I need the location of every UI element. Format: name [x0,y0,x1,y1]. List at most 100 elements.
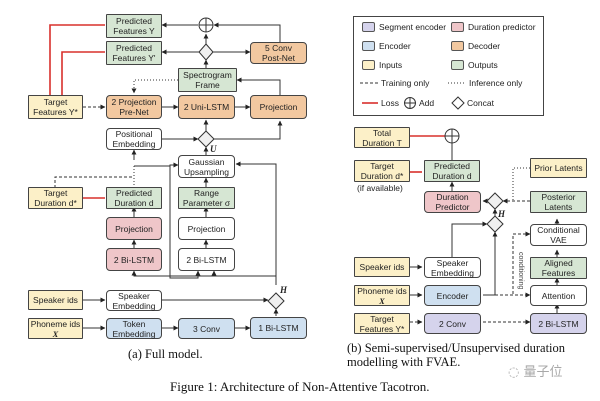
legend-item-segment-encoder: Segment encoder [362,22,446,32]
node-text: Phoneme ids [30,318,81,329]
edge-left-to-bilstmr [169,166,201,279]
node-text: Range [193,188,220,198]
edge-b-conditioning [512,231,531,294]
node-b-target-duration: Target Duration d* [354,160,410,182]
node-text: Target [370,313,394,324]
legend-item-encoder: Encoder [362,41,411,51]
node-positional-embedding: Positional Embedding [106,128,162,150]
legend-item-inputs: Inputs [362,60,402,70]
node-text: 2 Bi-LSTM [538,318,579,329]
node-postnet: 5 Conv Post-Net [250,42,307,64]
node-text: Total [373,127,391,138]
node-spectrogram-frame: Spectrogram Frame [178,68,237,92]
loss-line-features-y [49,24,105,95]
legend-concat: Concat [467,98,494,108]
edge-b-prior-to-concat1 [512,167,530,201]
node-text: Duration T [362,137,402,148]
edge-H-bus [131,270,277,285]
node-speaker-ids: Speaker ids [28,290,83,310]
node-text: Attention [541,290,576,301]
node-text: Parameter σ [182,198,231,208]
concat-symbol-a-top [198,43,214,61]
legend-inference-only: Inference only [469,78,523,88]
node-text: Pre-Net [119,107,149,117]
node-text: VAE [550,235,567,245]
node-text: Target [43,97,68,107]
edge-target-dur-to-posemb-dashed [54,176,134,188]
legend-item-outputs: Outputs [451,60,498,70]
node-b-2-conv: 2 Conv [424,313,481,334]
legend-swatch [451,60,464,70]
legend-label: Outputs [468,60,498,70]
node-text: Embedding [112,139,156,149]
concat-symbol-b-1 [486,192,504,210]
node-text: 2 Bi-LSTM [113,254,155,265]
node-b-predicted-duration: Predicted Duration d [424,160,480,182]
concat-symbol-a-U [197,130,215,148]
node-b-duration-predictor: Duration Predictor [424,191,481,213]
node-text: Target [370,161,394,171]
node-b-speaker-embedding: Speaker Embedding [424,257,481,278]
edge-durline-to-gauss [134,162,179,168]
legend-swatch [451,22,464,32]
add-symbol-a [198,17,214,33]
node-target-features: Target Features Y* [28,95,83,119]
node-b-attention: Attention [530,285,587,306]
node-text: Predicted [434,161,470,171]
node-text: Predicted [116,188,152,198]
node-text: Conditional [537,225,580,235]
node-text: Speaker ids [359,262,405,272]
edge-b-spkemb-to-concat2 [451,221,488,257]
legend-training-only: Training only [381,78,430,88]
node-text: 2 Conv [439,318,466,329]
caption-b-line2: modelling with FVAE. [347,355,461,369]
node-text: Predicted [116,16,152,26]
watermark-text: 量子位 [523,365,563,380]
node-text: Duration d* [34,198,77,208]
label-H-a: H [280,285,288,295]
node-text: 1 Bi-LSTM [258,323,299,333]
concat-symbol-b-2 [486,215,504,233]
node-projection-range: Projection [178,217,235,240]
legend-add: Add [419,98,435,108]
concat-symbol-a-H [267,292,285,310]
node-text: Embedding [112,328,156,339]
label-U: U [210,144,217,154]
node-text: Target [43,188,68,198]
loss-line-features-yp [61,51,105,95]
legend-label: Decoder [468,41,501,51]
node-predicted-duration: Predicted Duration d [106,187,162,209]
node-gaussian-upsampling: Gaussian Upsampling [178,155,235,178]
node-text: X [52,328,59,339]
node-text: Speaker [118,290,150,301]
node-1-bilstm: 1 Bi-LSTM [250,317,307,339]
label-H-b: H [498,209,506,219]
edge-postnet-to-add [213,22,281,42]
node-text: Aligned [544,258,573,268]
node-3-conv: 3 Conv [178,318,235,339]
label-conditioning: conditioning [517,252,524,290]
node-range-parameter: Range Parameter σ [178,187,235,209]
node-text: Predictor [435,202,470,212]
legend-swatch [362,60,375,70]
node-b-phoneme-ids: Phoneme ids X [354,285,410,306]
node-text: Features Y* [359,323,405,334]
edge-H-to-gauss [235,161,277,276]
legend-label: Inputs [379,60,403,70]
node-text: Token [122,318,146,329]
node-text: Post-Net [261,53,296,63]
node-b-target-duration-note: (if available) [357,183,403,193]
node-text: 2 Projection [111,97,157,107]
node-text: X [379,295,385,306]
node-text: Frame [195,80,220,90]
node-uni-lstm: 2 Uni-LSTM [178,95,235,119]
node-bilstm-range: 2 Bi-LSTM [178,248,235,271]
node-text: Duration d [432,171,472,181]
node-text: 2 Bi-LSTM [186,254,227,265]
node-b-encoder: Encoder [424,285,481,306]
node-text: Prior Latents [534,163,583,173]
node-text: Gaussian [188,156,225,167]
node-predicted-features-y: Predicted Features Y [106,14,162,38]
legend-loss: Loss [381,98,399,108]
